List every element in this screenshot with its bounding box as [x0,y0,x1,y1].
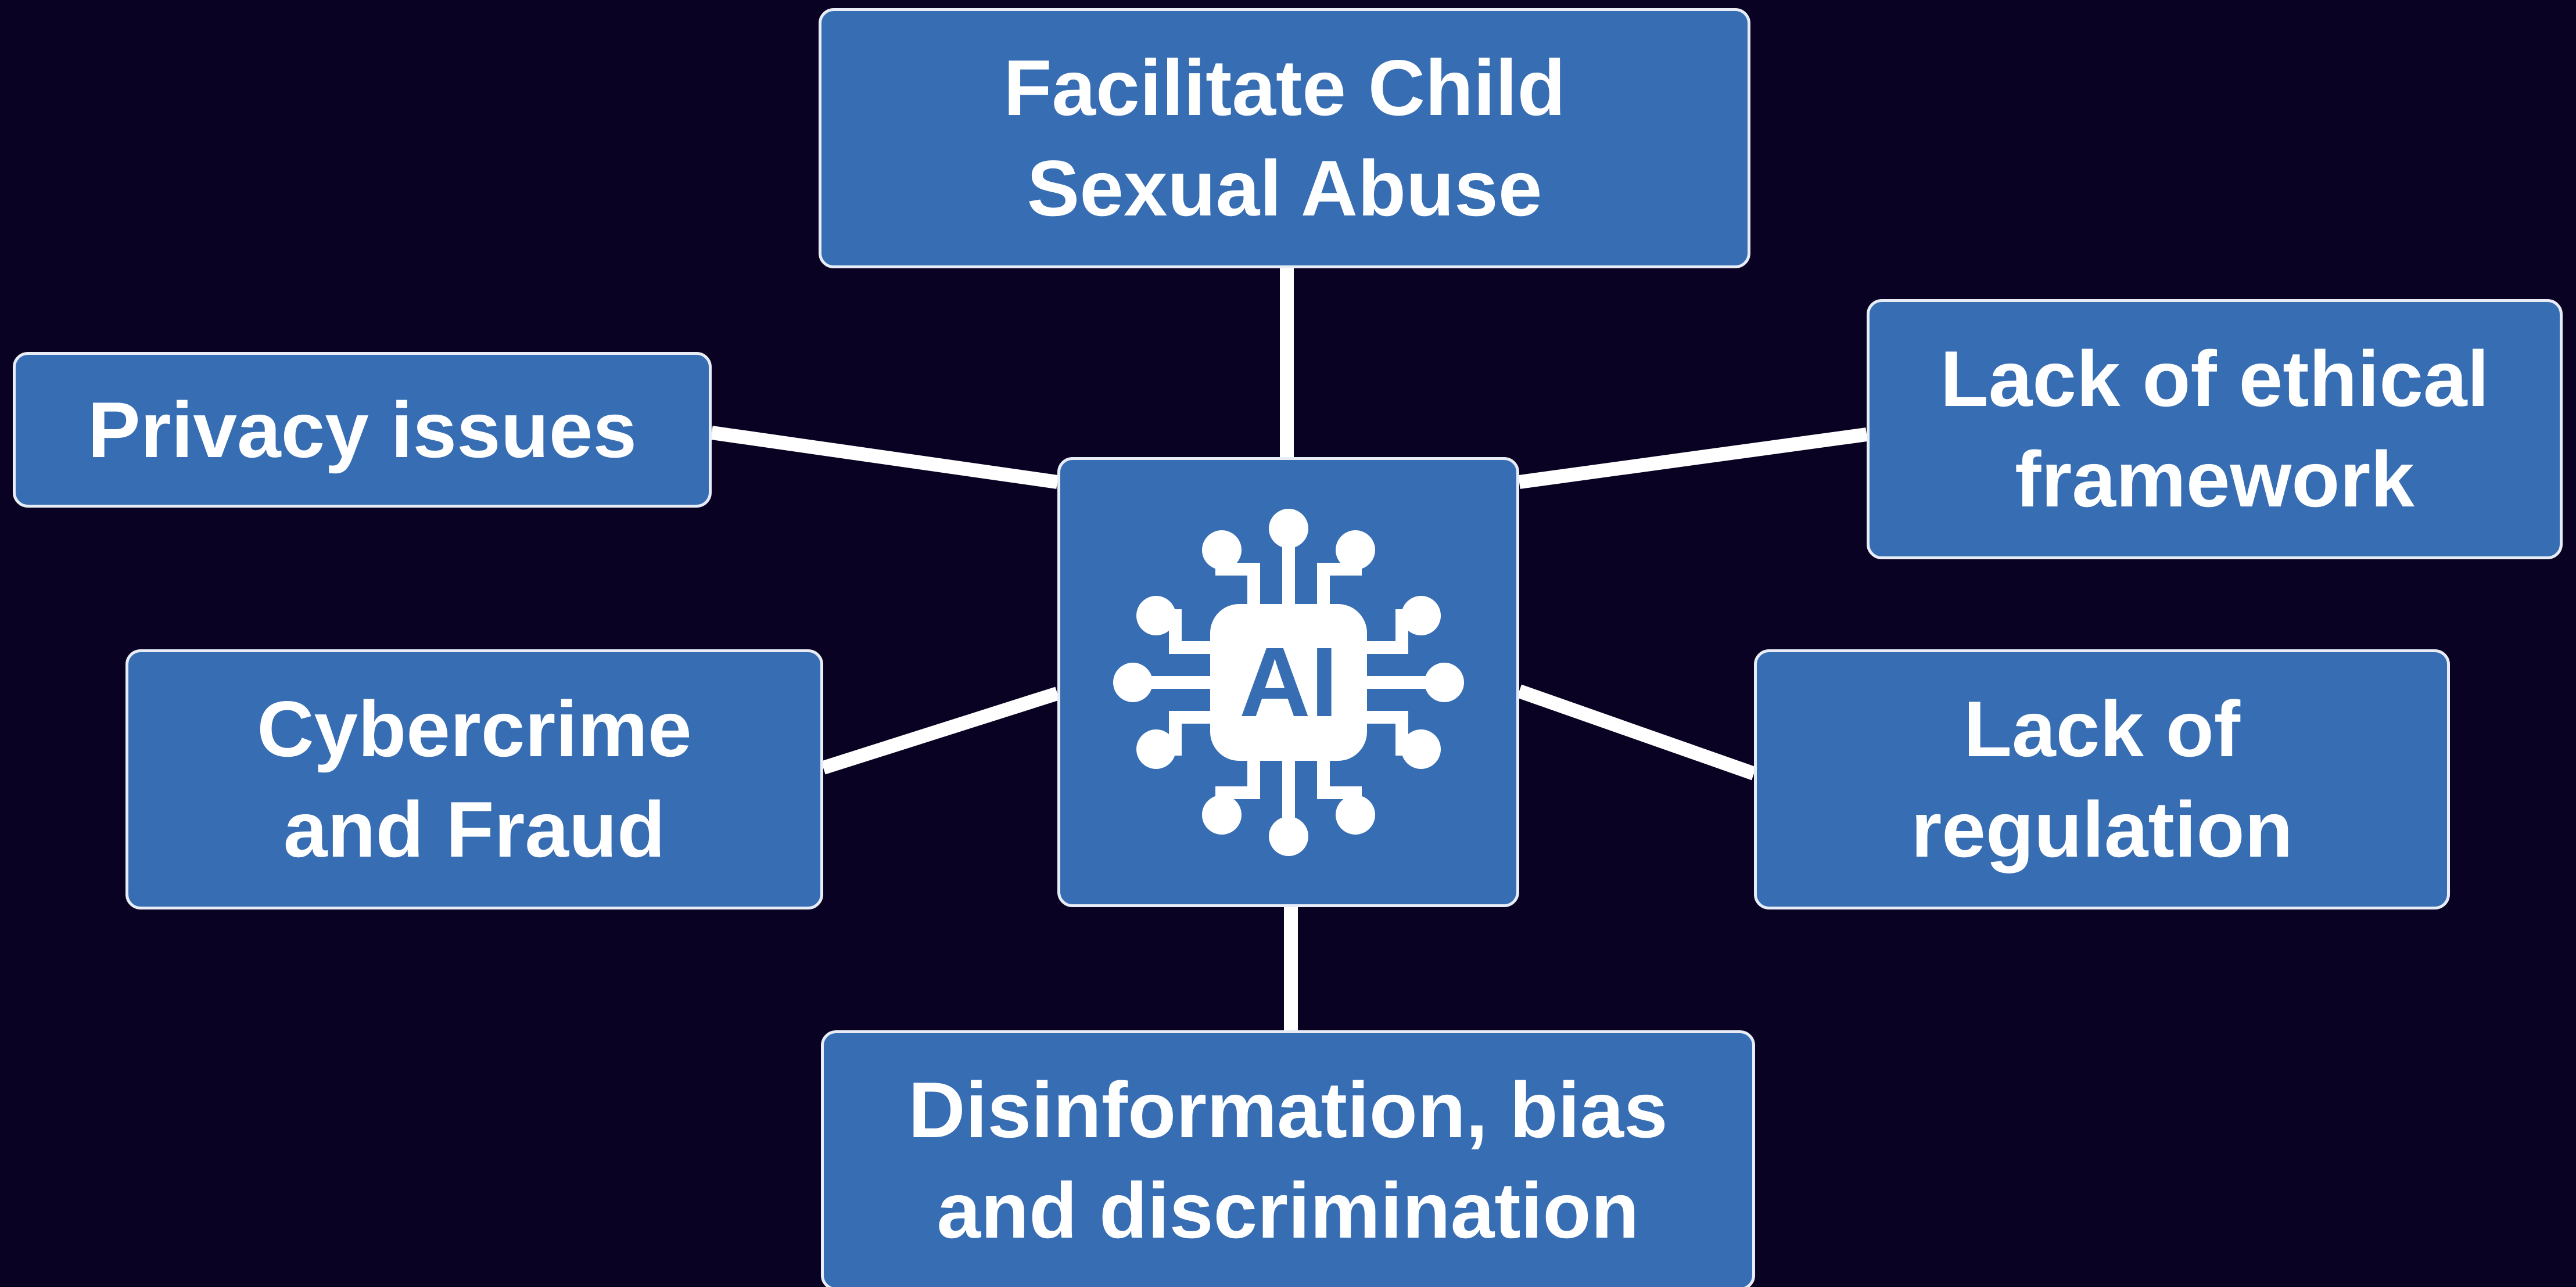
ai-chip-icon: AI [1113,508,1464,856]
node-label-line: regulation [1911,785,2293,873]
node-privacy-issues: Privacy issues [13,352,712,508]
node-ai-center: AI [1057,457,1519,907]
connector-left-lower [821,686,1060,775]
node-label-line: Privacy issues [87,385,637,474]
node-cybercrime-and-fraud: Cybercrime and Fraud [125,649,823,909]
node-label-line: and discrimination [937,1166,1639,1254]
node-label-line: Disinformation, bias [908,1066,1668,1155]
node-label-line: and Fraud [283,785,666,873]
connector-right-upper [1518,427,1868,489]
node-lack-of-ethical-framework: Lack of ethical framework [1867,299,2563,559]
node-lack-of-regulation: Lack of regulation [1754,649,2450,909]
connector-right-lower [1517,684,1756,781]
node-label-line: Lack of [1963,685,2241,774]
node-disinformation-bias-discrimination: Disinformation, bias and discrimination [821,1030,1755,1287]
node-facilitate-child-sexual-abuse: Facilitate Child Sexual Abuse [819,8,1750,268]
connector-left-upper [711,426,1059,489]
node-label-line: Cybercrime [257,685,692,774]
node-label-line: Facilitate Child [1003,44,1566,132]
node-label-line: framework [2015,435,2414,523]
node-label-line: Sexual Abuse [1027,144,1542,232]
ai-chip-label: AI [1239,627,1338,738]
node-label-line: Lack of ethical [1940,335,2489,423]
